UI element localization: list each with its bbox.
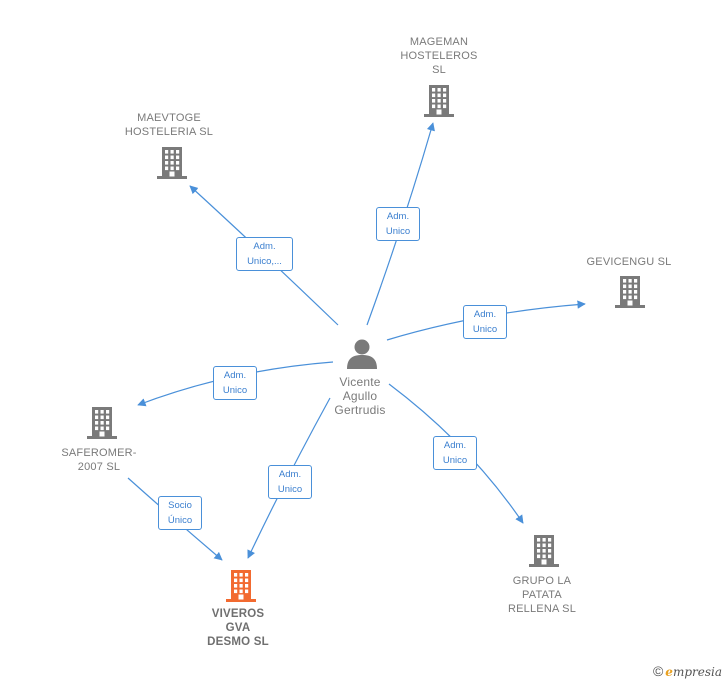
company-name-line: SL xyxy=(432,64,446,76)
role-line: Adm. xyxy=(386,211,410,222)
building-icon[interactable] xyxy=(614,275,646,309)
company-name-line: MAGEMAN xyxy=(409,36,469,48)
company-label-maevtoge[interactable]: MAEVTOGE HOSTELERIA SL xyxy=(104,111,234,139)
person-name-line: Vicente xyxy=(339,375,381,389)
role-line: Unico,... xyxy=(247,256,282,267)
edge-label-mageman[interactable]: Adm. Unico xyxy=(376,207,420,241)
role-line: Adm. xyxy=(253,241,276,252)
company-name-line: RELLENA SL xyxy=(507,603,577,615)
company-name-line: 2007 SL xyxy=(77,461,121,473)
company-label-gevicengu[interactable]: GEVICENGU SL xyxy=(570,255,688,269)
company-label-mageman[interactable]: MAGEMAN HOSTELEROS SL xyxy=(374,35,504,77)
brand-footer[interactable]: ©empresia xyxy=(653,663,722,679)
company-label-saferomer[interactable]: SAFEROMER- 2007 SL xyxy=(40,446,158,474)
role-line: Unico xyxy=(472,324,498,335)
role-line: Unico xyxy=(222,385,248,396)
role-line: Adm. xyxy=(223,370,247,381)
company-name-line: GRUPO LA xyxy=(512,575,572,587)
company-label-viveros[interactable]: VIVEROS GVA DESMO SL xyxy=(178,607,298,649)
edge-label-viveros[interactable]: Adm. Unico xyxy=(268,465,312,499)
edge-label-maevtoge[interactable]: Adm. Unico,... xyxy=(236,237,293,271)
role-line: Socio xyxy=(168,500,192,511)
company-name-line: GVA xyxy=(225,622,251,634)
edge-label-saferomer-viveros[interactable]: Socio Único xyxy=(158,496,202,530)
role-line: Unico xyxy=(277,484,303,495)
role-line: Adm. xyxy=(278,469,302,480)
company-name-line: GEVICENGU SL xyxy=(586,256,672,268)
copyright-symbol: © xyxy=(652,663,664,679)
person-name-line: Agullo xyxy=(342,389,378,403)
company-name-line: SAFEROMER- xyxy=(61,447,137,459)
building-icon[interactable] xyxy=(156,146,188,180)
building-icon[interactable] xyxy=(86,406,118,440)
company-name-line: VIVEROS xyxy=(211,608,265,620)
role-line: Único xyxy=(167,515,193,526)
role-line: Unico xyxy=(385,226,411,237)
role-line: Adm. xyxy=(443,440,467,451)
person-name-line: Gertrudis xyxy=(334,403,386,417)
brand-logo-text: mpresia xyxy=(672,665,722,679)
edge-label-gevicengu[interactable]: Adm. Unico xyxy=(463,305,507,339)
building-icon[interactable] xyxy=(528,534,560,568)
company-name-line: HOSTELEROS xyxy=(400,50,478,62)
building-icon[interactable] xyxy=(225,569,257,603)
company-label-grupo[interactable]: GRUPO LA PATATA RELLENA SL xyxy=(482,574,602,616)
company-name-line: HOSTELERIA SL xyxy=(124,126,214,138)
company-name-line: PATATA xyxy=(522,589,562,601)
company-name-line: DESMO SL xyxy=(207,636,269,648)
company-name-line: MAEVTOGE xyxy=(137,112,201,124)
person-label[interactable]: Vicente Agullo Gertrudis xyxy=(310,375,410,417)
role-line: Adm. xyxy=(473,309,497,320)
edge-label-grupo[interactable]: Adm. Unico xyxy=(433,436,477,470)
person-icon[interactable] xyxy=(345,338,379,370)
role-line: Unico xyxy=(442,455,468,466)
building-icon[interactable] xyxy=(423,84,455,118)
edge-label-saferomer[interactable]: Adm. Unico xyxy=(213,366,257,400)
brand-logo-initial: e xyxy=(665,665,673,679)
